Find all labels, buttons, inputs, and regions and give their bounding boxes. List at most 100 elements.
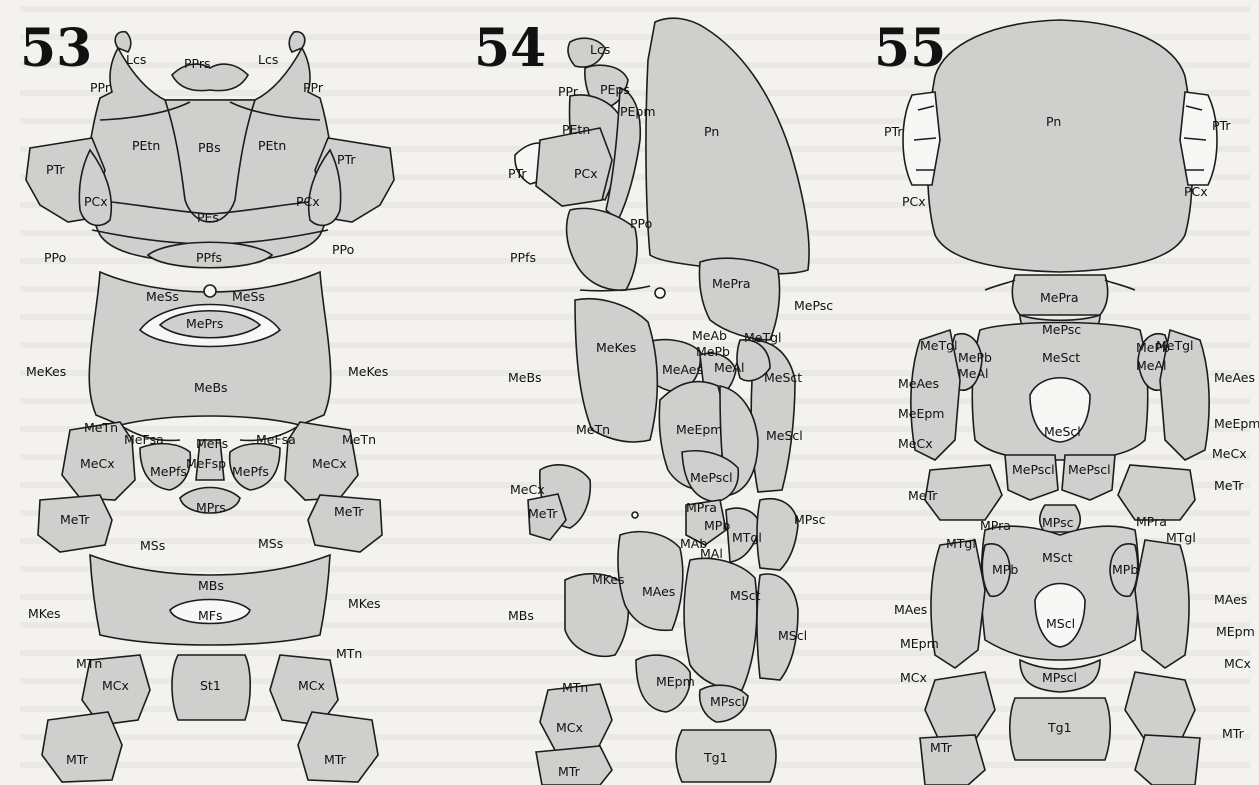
panel-53-label: MPrs [196,500,226,515]
panel-53-label: St1 [200,678,221,693]
panel-53-label: MeFsp [186,456,226,471]
panel-53-label: MePfs [150,464,187,479]
panel-53-label: MBs [198,578,224,593]
panel-53-label: MeCx [312,456,347,471]
panel-55-label: MeAes [898,376,939,391]
panel-55-label: MAes [1214,592,1247,607]
panel-54-label: MeAes [662,362,703,377]
panel-54-label: PEtn [562,122,590,137]
panel-55-label: MeEpm [1214,416,1259,431]
panel-53-label: MFs [198,608,223,623]
panel-55-label: MScl [1046,616,1075,631]
panel-54-label: MTn [562,680,588,695]
panel-53-label: Lcs [126,52,146,67]
panel-54-label: MeScl [766,428,803,443]
panel-53-label: PPo [332,242,354,257]
panel-53-label: MKes [348,596,381,611]
panel-55-label: MeAl [958,366,989,381]
panel-54-label: MePsc [794,298,833,313]
panel-54-label: MeBs [508,370,542,385]
panel-55-label: MeAl [1136,358,1167,373]
panel-55-label: MePb [1136,340,1170,355]
panel-55-label: MPb [992,562,1018,577]
panel-53-label: MeTr [60,512,90,527]
panel-55-label: MePb [958,350,992,365]
panel-54-label: MeSct [764,370,802,385]
panel-55-label: MeTgl [920,338,958,353]
panel-53-label: MSs [140,538,165,553]
panel-55-label: MPsc [1042,515,1074,530]
panel-53-label: PTr [337,152,356,167]
panel-number-55: 55 [874,18,946,79]
panel-54-label: MBs [508,608,534,623]
panel-53-label: MTr [66,752,89,767]
panel-54-label: PPfs [510,250,536,265]
panel-53-label: MeSs [232,289,265,304]
panel-54-label: MPra [686,500,717,515]
panel-53-label: MeKes [348,364,388,379]
panel-55-label: MTgl [1166,530,1196,545]
panel-55-label: MEpm [1216,624,1255,639]
panel-55-label: MeTr [908,488,938,503]
panel-55-label: MAes [894,602,927,617]
panel-55-label: MeCx [898,436,933,451]
panel-54-label: MCx [556,720,583,735]
panel-55-label: MeEpm [898,406,944,421]
panel-55-label: PCx [902,194,926,209]
panel-53-label: PCx [84,194,108,209]
panel-54-label: MScl [778,628,807,643]
panel-54-label: MeCx [510,482,545,497]
panel-53-label: PPr [303,80,324,95]
panel-55-label: MeScl [1044,424,1081,439]
panel-54-label: PTr [508,166,527,181]
panel-54-label: Tg1 [703,750,728,765]
panel-53-label: PEs [197,210,219,225]
panel-number-54: 54 [474,18,546,79]
panel-53-label: Lcs [258,52,278,67]
panel-53-label: MeFsa [256,432,296,447]
panel-53-label: MCx [298,678,325,693]
panel-55-label: Tg1 [1047,720,1072,735]
panel-53-label: MeFsa [124,432,164,447]
panel-55-label: PTr [1212,118,1231,133]
panel-53-label: MeCx [80,456,115,471]
panel-54-label: MEpm [656,674,695,689]
panel-55-label: MPra [1136,514,1167,529]
panel-55-label: MePscl [1068,462,1111,477]
panel-53-label: MeKes [26,364,66,379]
panel-54-label: PPr [558,84,579,99]
panel-54-label: PEpm [620,104,656,119]
panel-53-label: MeFs [196,436,228,451]
panel-55-label: MeSct [1042,350,1080,365]
panel-54-label: MKes [592,572,625,587]
panel-54-label: MeAl [714,360,745,375]
panel-53-label: MTr [324,752,347,767]
panel-54-label: PCx [574,166,598,181]
panel-54-label: MPb [704,518,730,533]
panel-54-label: MTr [558,764,581,779]
panel-53-label: MeTr [334,504,364,519]
panel-53-label: MTn [336,646,362,661]
panel-53-label: MeBs [194,380,228,395]
panel-53-label: PCx [296,194,320,209]
panel-54-label: MeKes [596,340,636,355]
panel-54-label: MeTgl [744,330,782,345]
panel-53-label: MSs [258,536,283,551]
panel-53-label: MeTn [342,432,376,447]
panel-55-label: MTgl [946,536,976,551]
panel-54-label: MeEpm [676,422,722,437]
panel-53-label: PPrs [184,56,211,71]
panel-55-label: MeAes [1214,370,1255,385]
panel-55-label: MPscl [1042,670,1077,685]
panel-55-label: MeCx [1212,446,1247,461]
panel-55-label: Pn [1046,114,1061,129]
panel-54-label: MePb [696,344,730,359]
panel-53-label: PPr [90,80,111,95]
panel-53-label: PPfs [196,250,222,265]
panel-54-label: MAl [700,546,723,561]
panel-55-label: MePra [1040,290,1079,305]
panel-54-label: MeAb [692,328,727,343]
panel-55-label: MePsc [1042,322,1081,337]
panel-55-label: MSct [1042,550,1073,565]
